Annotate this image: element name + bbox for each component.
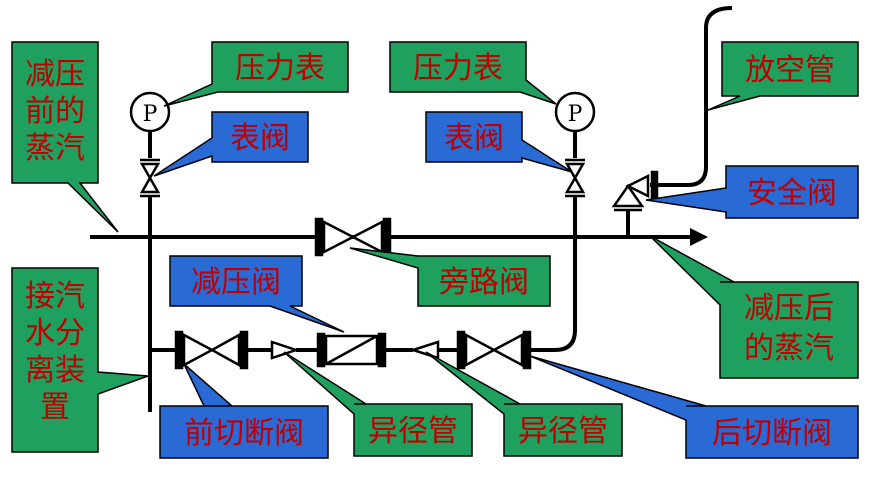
gauge-valve-left-label: 表阀 <box>230 121 290 156</box>
separator-line1: 接汽 <box>25 279 85 314</box>
before-steam-line3: 蒸汽 <box>25 131 85 166</box>
bypass-valve-label: 旁路阀 <box>439 265 529 300</box>
callout-reducing-valve: 减压阀 <box>169 255 345 333</box>
safety-valve-label: 安全阀 <box>747 176 837 211</box>
callout-bypass-valve: 旁路阀 <box>349 247 551 307</box>
pressure-gauge-left-symbol: P <box>129 91 171 133</box>
pressure-gauge-right-symbol: P <box>554 91 596 133</box>
callout-rear-shutoff: 后切断阀 <box>529 355 859 459</box>
front-shutoff-label: 前切断阀 <box>184 416 304 451</box>
vent-pipe-line <box>650 6 733 187</box>
callout-gauge-left: 压力表 <box>163 41 349 107</box>
gauge-circle-left <box>129 91 171 133</box>
gauge-left-label: 压力表 <box>235 51 325 86</box>
callout-front-shutoff: 前切断阀 <box>159 363 329 459</box>
gauge-symbol-right: P <box>568 102 583 127</box>
gauge-valve-left-symbol <box>139 158 161 198</box>
front-shutoff-valve-symbol <box>174 330 249 370</box>
callout-reducer-left: 异径管 <box>283 351 473 457</box>
callout-gauge-valve-left: 表阀 <box>153 111 309 177</box>
rear-shutoff-valve-symbol <box>456 330 532 370</box>
reducer-right-symbol <box>408 340 440 360</box>
reducing-valve-label: 减压阀 <box>191 265 281 300</box>
reducer-left-symbol <box>270 340 300 360</box>
callout-safety-valve: 安全阀 <box>645 165 859 219</box>
before-steam-line1: 减压 <box>25 57 85 92</box>
callout-gauge-valve-right: 表阀 <box>425 111 573 173</box>
vent-pipe-label: 放空管 <box>745 53 835 88</box>
gauge-symbol-left: P <box>143 102 158 127</box>
gauge-right-label: 压力表 <box>413 51 503 86</box>
gauge-valve-right-symbol <box>564 158 586 198</box>
callout-after-steam: 减压后 的蒸汽 <box>649 235 859 379</box>
gauge-circle-right <box>554 91 596 133</box>
reducer-right-label: 异径管 <box>518 414 608 449</box>
branch-return-pipe <box>530 195 577 352</box>
separator-line4: 置 <box>40 390 70 425</box>
callout-before-steam: 减压 前的 蒸汽 <box>11 41 119 233</box>
callout-reducer-right: 异径管 <box>425 351 623 457</box>
callout-vent-pipe: 放空管 <box>707 41 859 111</box>
reducing-valve-symbol <box>316 332 387 368</box>
after-steam-line2: 的蒸汽 <box>744 331 834 366</box>
before-steam-line2: 前的 <box>25 94 85 129</box>
separator-line2: 水分 <box>25 316 85 351</box>
gauge-valve-right-label: 表阀 <box>444 121 504 156</box>
safety-valve-symbol <box>611 170 659 212</box>
reducer-left-label: 异径管 <box>368 414 458 449</box>
callout-gauge-right: 压力表 <box>389 41 557 105</box>
callout-separator: 接汽 水分 离装 置 <box>11 267 149 453</box>
separator-line3: 离装 <box>25 353 85 388</box>
after-steam-line1: 减压后 <box>744 291 834 326</box>
bypass-valve-symbol <box>314 217 392 257</box>
rear-shutoff-label: 后切断阀 <box>712 416 832 451</box>
flow-arrow-head <box>690 228 708 246</box>
